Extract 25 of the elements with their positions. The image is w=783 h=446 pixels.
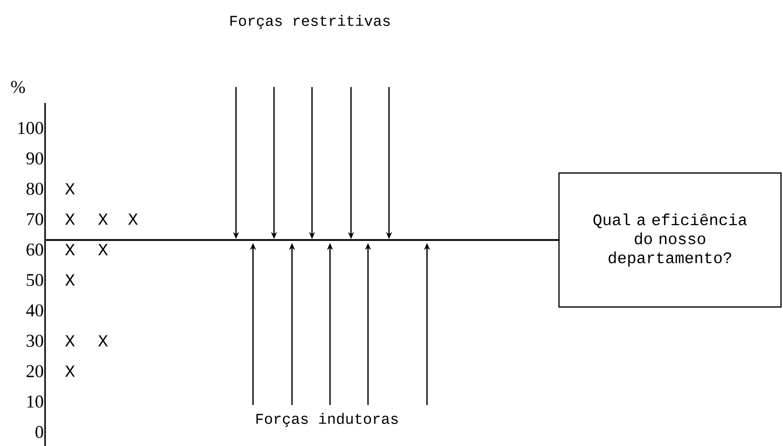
data-mark: X [98, 214, 108, 225]
data-mark: X [65, 244, 75, 256]
data-mark: X [98, 244, 108, 256]
tick-label: 30 [26, 334, 44, 347]
heading: Forças restritivas [230, 14, 390, 30]
tick-label: 0 [36, 426, 44, 438]
axis-unit: % [11, 80, 25, 94]
tick-label: 50 [26, 274, 44, 286]
tick-label: 100 [18, 122, 44, 134]
data-mark: X [128, 214, 138, 225]
data-mark: X [65, 366, 75, 377]
tick-label: 90 [26, 152, 44, 164]
heading: Forças indutoras [256, 412, 398, 428]
tick-label: 10 [27, 396, 44, 408]
tick-label: 20 [26, 365, 44, 378]
data-mark: X [65, 183, 75, 194]
data-mark: X [65, 274, 75, 286]
data-mark: X [98, 335, 108, 346]
data-mark: X [65, 214, 75, 225]
data-mark: X [65, 335, 75, 346]
question-box: Qual a eficiência do nosso departamento? [558, 172, 782, 308]
tick-label: 80 [26, 182, 44, 195]
tick-label: 60 [26, 244, 44, 256]
tick-label: 70 [27, 213, 44, 226]
tick-label: 40 [26, 304, 44, 316]
